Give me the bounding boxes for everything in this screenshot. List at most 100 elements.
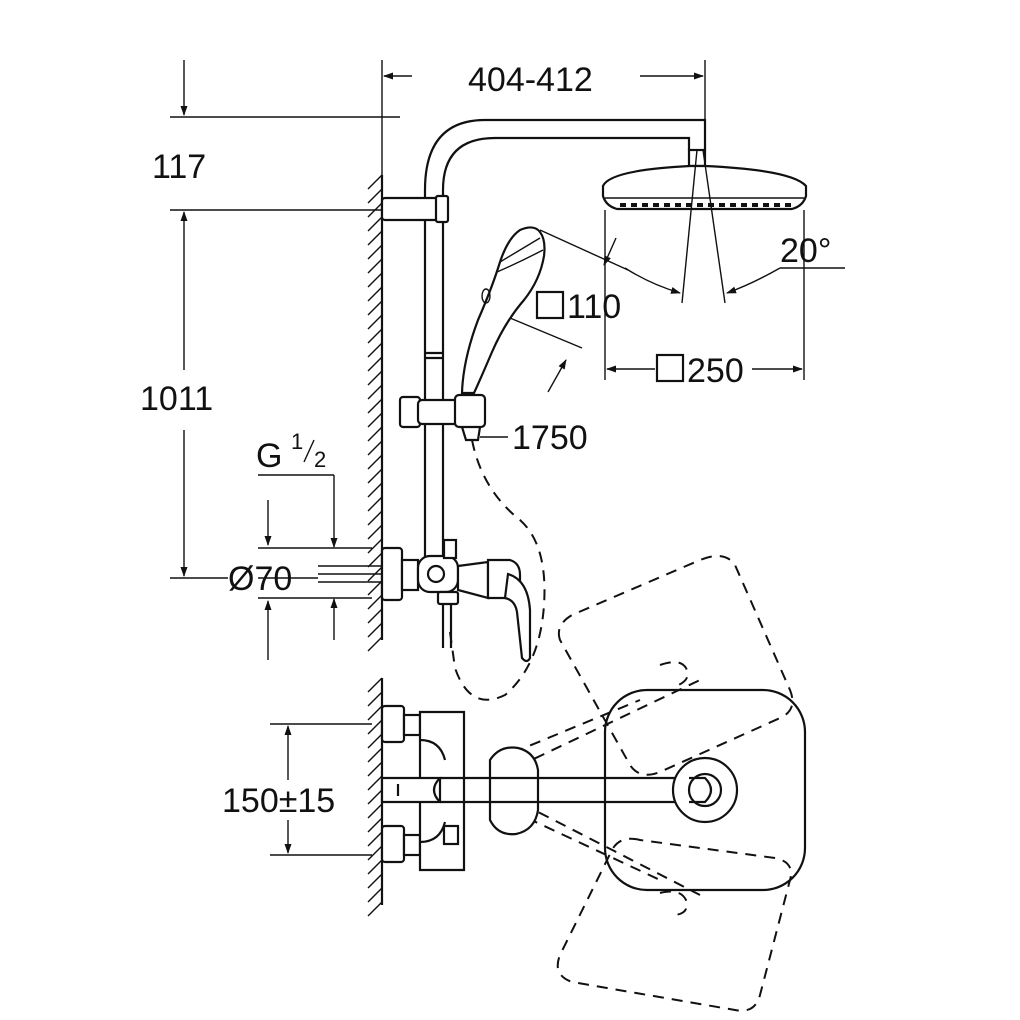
wall-hatch-line (367, 901, 383, 917)
wall-hatch-line (367, 272, 383, 288)
wall-hatch-line (367, 719, 383, 735)
wall-hatch-line (367, 482, 383, 498)
thread-numerator: 1 (291, 429, 303, 454)
head-shower-top-view (603, 688, 807, 892)
thread-denominator: 2 (314, 447, 326, 472)
nozzle (774, 203, 780, 207)
nozzle (653, 203, 659, 207)
wall-hatch-line (367, 496, 383, 512)
wall-hatch-line (367, 216, 383, 232)
wall-hatch-line (367, 398, 383, 414)
wall-hatch-line (367, 831, 383, 847)
nozzle (686, 203, 692, 207)
wall-hatch-line (367, 412, 383, 428)
wall-hatch-line (367, 538, 383, 554)
wall-hatch-line (367, 230, 383, 246)
nozzle (631, 203, 637, 207)
shower-arm-top-view (432, 776, 710, 804)
wall-hatch-line (367, 636, 383, 652)
wall-hatch-line (367, 691, 383, 707)
thread-dimension (258, 474, 338, 640)
wall-hatch-line (367, 677, 383, 693)
head-shower-size: 250 (687, 352, 744, 390)
head-width-dimension (604, 210, 805, 380)
wall-hatch-line (367, 817, 383, 833)
nozzle (785, 203, 791, 207)
top-offset-label: 117 (152, 148, 206, 186)
wall-hatch-line (367, 608, 383, 624)
hand-shower (460, 226, 546, 395)
wall-hatch-line (367, 789, 383, 805)
mixer-lever-top (488, 746, 540, 836)
nozzle (664, 203, 670, 207)
supply-pipe (258, 547, 382, 599)
spray-angle-label: 20° (780, 232, 831, 270)
thread-size: G (256, 437, 282, 475)
wall-hatch-line (367, 747, 383, 763)
center-distance-dimension (270, 723, 372, 856)
wall-lower (367, 677, 384, 917)
hand-size-dimension (509, 229, 629, 393)
center-distance-label: 150±15 (222, 782, 335, 820)
wall-hatch-line (367, 454, 383, 470)
nozzle (741, 203, 747, 207)
hand-shower-holder (398, 393, 487, 442)
spray-angle-lines (624, 149, 845, 304)
top-view-connections (380, 704, 466, 872)
nozzle (620, 203, 626, 207)
wall-hatch-line (367, 552, 383, 568)
top-width-label: 404-412 (468, 61, 593, 99)
wall-hatch-line (367, 887, 383, 903)
nozzle (719, 203, 725, 207)
wall-hatch-line (367, 873, 383, 889)
wall-hatch-line (367, 733, 383, 749)
head-shower (601, 148, 808, 211)
height-label: 1011 (140, 380, 213, 418)
wall-hatch-line (367, 426, 383, 442)
wall-hatch-line (367, 803, 383, 819)
shower-hose (449, 439, 546, 701)
wall-hatch-line (367, 286, 383, 302)
wall-hatch-line (367, 510, 383, 526)
nozzle (763, 203, 769, 207)
nozzle (730, 203, 736, 207)
wall-hatch-line (367, 622, 383, 638)
wall-hatch-line (367, 314, 383, 330)
mixer-side-view (380, 538, 532, 663)
square-symbol-head (655, 353, 685, 383)
hose-length: 1750 (512, 419, 588, 457)
rotated-head-outline-bottom (556, 837, 792, 1012)
square-symbol-hand (535, 290, 565, 320)
wall-bracket (380, 194, 450, 224)
thread-fraction-slash (303, 439, 315, 463)
nozzle (697, 203, 703, 207)
wall-hatch-line (367, 356, 383, 372)
wall-hatch-line (367, 845, 383, 861)
wall-hatch-line (367, 468, 383, 484)
shower-rail (423, 118, 707, 585)
rotated-head-outline-top (557, 555, 794, 776)
wall-hatch-line (367, 761, 383, 777)
wall-hatch-line (367, 580, 383, 596)
nozzle (752, 203, 758, 207)
nozzle (642, 203, 648, 207)
height-dimensions (170, 60, 400, 579)
wall-hatch-line (367, 370, 383, 386)
wall-hatch-line (367, 188, 383, 204)
wall-hatch-line (367, 258, 383, 274)
wall-hatch-line (367, 859, 383, 875)
wall-hatch-line (367, 705, 383, 721)
wall-hatch-line (367, 174, 383, 190)
wall-hatch-line (367, 775, 383, 791)
wall-hatch-line (367, 300, 383, 316)
wall-upper (367, 174, 384, 652)
wall-hatch-line (367, 440, 383, 456)
nozzle (675, 203, 681, 207)
hand-shower-size: 110 (567, 288, 621, 326)
wall-hatch-line (367, 244, 383, 260)
wall-hatch-line (367, 524, 383, 540)
wall-hatch-line (367, 594, 383, 610)
wall-hatch-line (367, 342, 383, 358)
